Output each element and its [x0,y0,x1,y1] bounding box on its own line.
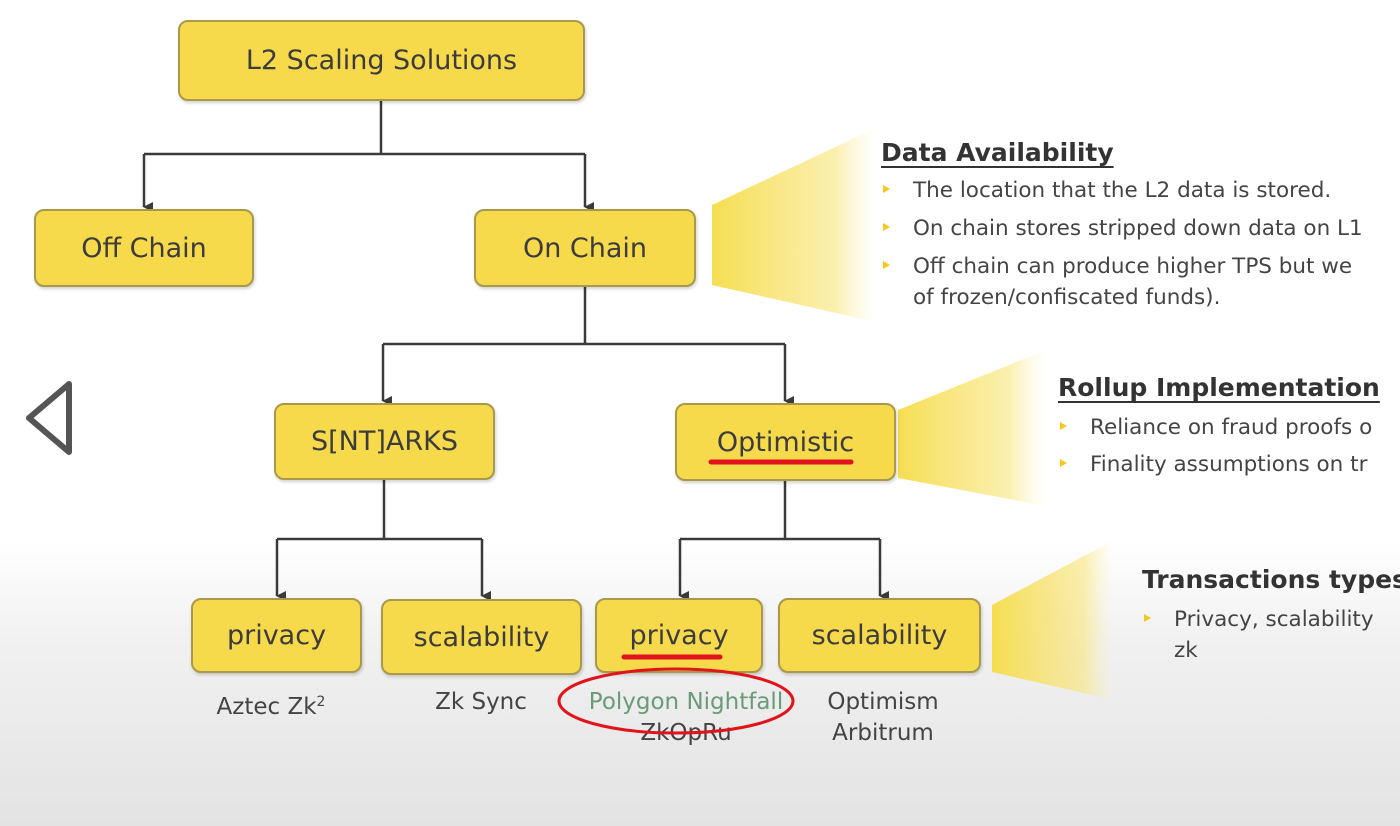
beam-rollup [898,350,1046,506]
caption-arbitrum: Arbitrum [832,720,934,746]
node-scalability-zk: scalability [381,599,582,675]
caption-zksync: Zk Sync [435,689,527,715]
bullet-rollup-1: Reliance on fraud proofs o [1058,412,1400,443]
node-l2-scaling-solutions: L2 Scaling Solutions [178,20,585,101]
panel-title-transactions: Transactions types [1142,565,1400,594]
panel-rollup-implementation: Rollup Implementation Reliance on fraud … [1058,373,1400,480]
bullet-data-availability-3: Off chain can produce higher TPS but we [881,251,1400,282]
caption-polygon-nightfall: Polygon Nightfall [588,689,784,715]
triangle-left-icon[interactable] [22,378,78,458]
beam-data-availability [712,128,876,322]
bullet-transactions-2: zk [1174,638,1198,663]
node-optimistic: Optimistic [675,403,896,481]
node-privacy-zk: privacy [191,598,362,673]
caption-aztec-text: Aztec Zk [216,694,317,720]
panel-title-data-availability: Data Availability [881,138,1114,167]
node-scalability-optimistic: scalability [778,598,981,673]
panel-data-availability: Data Availability The location that the … [881,138,1400,313]
caption-aztec-superscript: 2 [316,694,326,710]
node-off-chain: Off Chain [34,209,254,287]
panel-transactions-types: Transactions types Privacy, scalability … [1142,565,1400,666]
circle-polygon-nightfall [557,667,795,735]
caption-aztec: Aztec Zk2 [196,686,346,723]
bullet-data-availability-4: of frozen/confiscated funds). [913,285,1221,310]
beam-transactions [992,540,1114,700]
caption-optimism: Optimism [827,689,939,715]
bullet-data-availability-2: On chain stores stripped down data on L1 [881,213,1400,244]
bullet-rollup-2: Finality assumptions on tr [1058,449,1400,480]
bullet-transactions-1: Privacy, scalability [1142,604,1400,635]
panel-title-rollup: Rollup Implementation [1058,373,1380,402]
bullet-data-availability-1: The location that the L2 data is stored. [881,175,1400,206]
node-on-chain: On Chain [474,209,696,287]
node-snt-arks: S[NT]ARKS [274,403,495,480]
node-privacy-optimistic: privacy [595,598,763,673]
